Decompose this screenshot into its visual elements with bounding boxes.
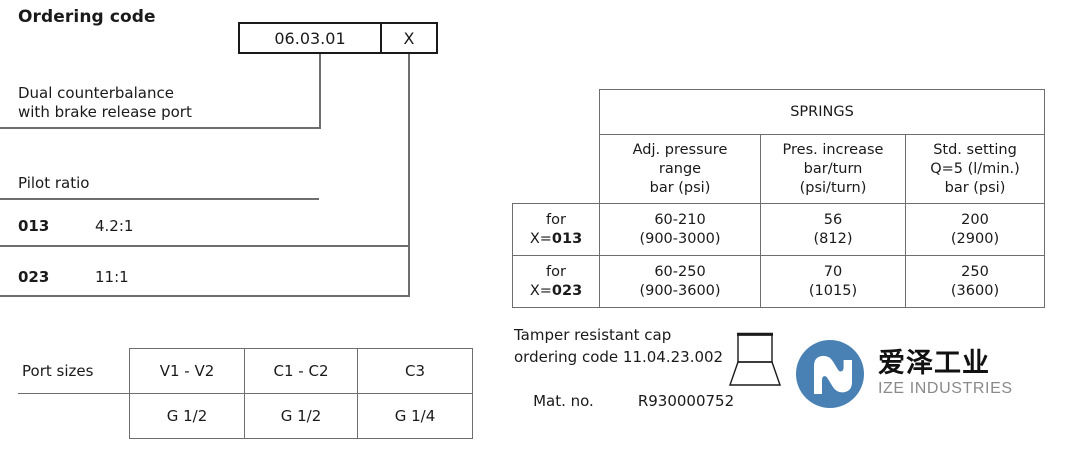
tamper-cap-line-3: Mat. no. R930000752 [514, 368, 734, 434]
tamper-cap-drawing-icon [729, 332, 781, 386]
springs-data-row-013: for X=013 60-210 (900-3000) 56 (812) 200… [512, 203, 1045, 256]
ordering-code-base-cell: 06.03.01 [240, 24, 382, 52]
springs-row-key-013: for X=013 [512, 203, 600, 256]
springs-cell-std-013-metric: 200 [961, 211, 989, 228]
logo-name-en: IZE INDUSTRIES [878, 380, 1013, 397]
springs-row-key-023-prefix: X= [529, 282, 552, 299]
page-title: Ordering code [18, 7, 156, 27]
description-line-1: Dual counterbalance [18, 84, 174, 102]
springs-header-adj-pressure-range: Adj. pressure range bar (psi) [599, 134, 761, 204]
leader-line-variant-vertical [408, 54, 410, 296]
springs-row-key-013-code: 013 [551, 230, 583, 247]
port-sizes-value-c1-c2: G 1/2 [244, 393, 358, 439]
pilot-ratio-label: Pilot ratio [18, 174, 90, 192]
springs-cell-range-013-imperial: (900-3000) [639, 230, 721, 247]
ordering-code-box: 06.03.01 X [238, 22, 438, 54]
ordering-code-variant-cell: X [403, 28, 415, 48]
port-sizes-table: Port sizes V1 - V2 C1 - C2 C3 G 1/2 G 1/… [18, 348, 473, 439]
port-sizes-value-c3: G 1/4 [357, 393, 473, 439]
port-sizes-value-row: G 1/2 G 1/2 G 1/4 [18, 393, 473, 439]
springs-data-row-023: for X=023 60-250 (900-3600) 70 (1015) 25… [512, 255, 1045, 308]
springs-table: SPRINGS Adj. pressure range bar (psi) Pr… [512, 89, 1045, 308]
springs-row-key-013-prefix: X= [529, 230, 552, 247]
tamper-cap-matno-value: R930000752 [637, 392, 735, 410]
springs-cell-increase-013-imperial: (812) [813, 230, 853, 247]
springs-cell-increase-013-metric: 56 [823, 211, 843, 228]
springs-key-blank [513, 135, 600, 204]
pilot-ratio-code-0: 013 [18, 217, 50, 235]
port-sizes-header-row: Port sizes V1 - V2 C1 - C2 C3 [18, 348, 473, 394]
springs-cell-std-023-imperial: (3600) [950, 282, 1000, 299]
springs-group-header: SPRINGS [599, 89, 1045, 135]
port-sizes-header-v1-v2: V1 - V2 [129, 348, 245, 394]
tamper-cap-line-1: Tamper resistant cap [514, 326, 672, 344]
pilot-ratio-value-1: 11:1 [95, 268, 129, 286]
port-sizes-empty-cell [18, 393, 130, 439]
springs-cell-increase-023: 70 (1015) [760, 255, 906, 308]
springs-row-key-013-line1: for [546, 211, 566, 228]
springs-cell-increase-013: 56 (812) [760, 203, 906, 256]
springs-cell-std-023-metric: 250 [961, 263, 989, 280]
description-line-2: with brake release port [18, 103, 192, 121]
springs-cell-range-023: 60-250 (900-3600) [599, 255, 761, 308]
port-sizes-header-c1-c2: C1 - C2 [244, 348, 358, 394]
pilot-ratio-bottom-rule [0, 295, 410, 297]
pilot-ratio-value-0: 4.2:1 [95, 217, 134, 235]
pilot-ratio-divider [0, 245, 410, 247]
logo-text-group: 爱泽工业 IZE INDUSTRIES [878, 349, 1013, 399]
port-sizes-value-v1-v2: G 1/2 [129, 393, 245, 439]
tamper-cap-matno-label: Mat. no. [533, 392, 594, 410]
springs-cell-increase-023-imperial: (1015) [808, 282, 858, 299]
springs-cell-range-023-imperial: (900-3600) [639, 282, 721, 299]
leader-line-base-horizontal [0, 127, 321, 129]
logo-name-cn: 爱泽工业 [878, 348, 990, 379]
springs-cell-std-023: 250 (3600) [905, 255, 1045, 308]
port-sizes-label: Port sizes [18, 348, 130, 394]
ize-industries-mark-icon [796, 340, 864, 408]
springs-cell-range-013: 60-210 (900-3000) [599, 203, 761, 256]
springs-header-std-setting: Std. setting Q=5 (l/min.) bar (psi) [905, 134, 1045, 204]
springs-cell-range-023-metric: 60-250 [654, 263, 706, 280]
port-sizes-header-c3: C3 [357, 348, 473, 394]
springs-row-key-023-code: 023 [551, 282, 583, 299]
tamper-resistant-cap-block: Tamper resistant cap ordering code 11.04… [514, 324, 734, 434]
springs-cell-std-013: 200 (2900) [905, 203, 1045, 256]
pilot-ratio-code-1: 023 [18, 268, 50, 286]
springs-header-row: Adj. pressure range bar (psi) Pres. incr… [513, 134, 1045, 204]
company-logo: 爱泽工业 IZE INDUSTRIES [792, 336, 1013, 412]
springs-header-pressure-increase: Pres. increase bar/turn (psi/turn) [760, 134, 906, 204]
springs-row-key-023: for X=023 [512, 255, 600, 308]
springs-group-header-row: SPRINGS [513, 89, 1045, 135]
springs-cell-range-013-metric: 60-210 [654, 211, 706, 228]
springs-row-key-023-line1: for [546, 263, 566, 280]
springs-corner-blank [513, 90, 600, 135]
springs-cell-increase-023-metric: 70 [823, 263, 843, 280]
tamper-cap-line-2: ordering code 11.04.23.002 [514, 348, 724, 366]
pilot-ratio-underline [0, 198, 319, 200]
leader-line-base-vertical [319, 54, 321, 129]
springs-cell-std-013-imperial: (2900) [950, 230, 1000, 247]
